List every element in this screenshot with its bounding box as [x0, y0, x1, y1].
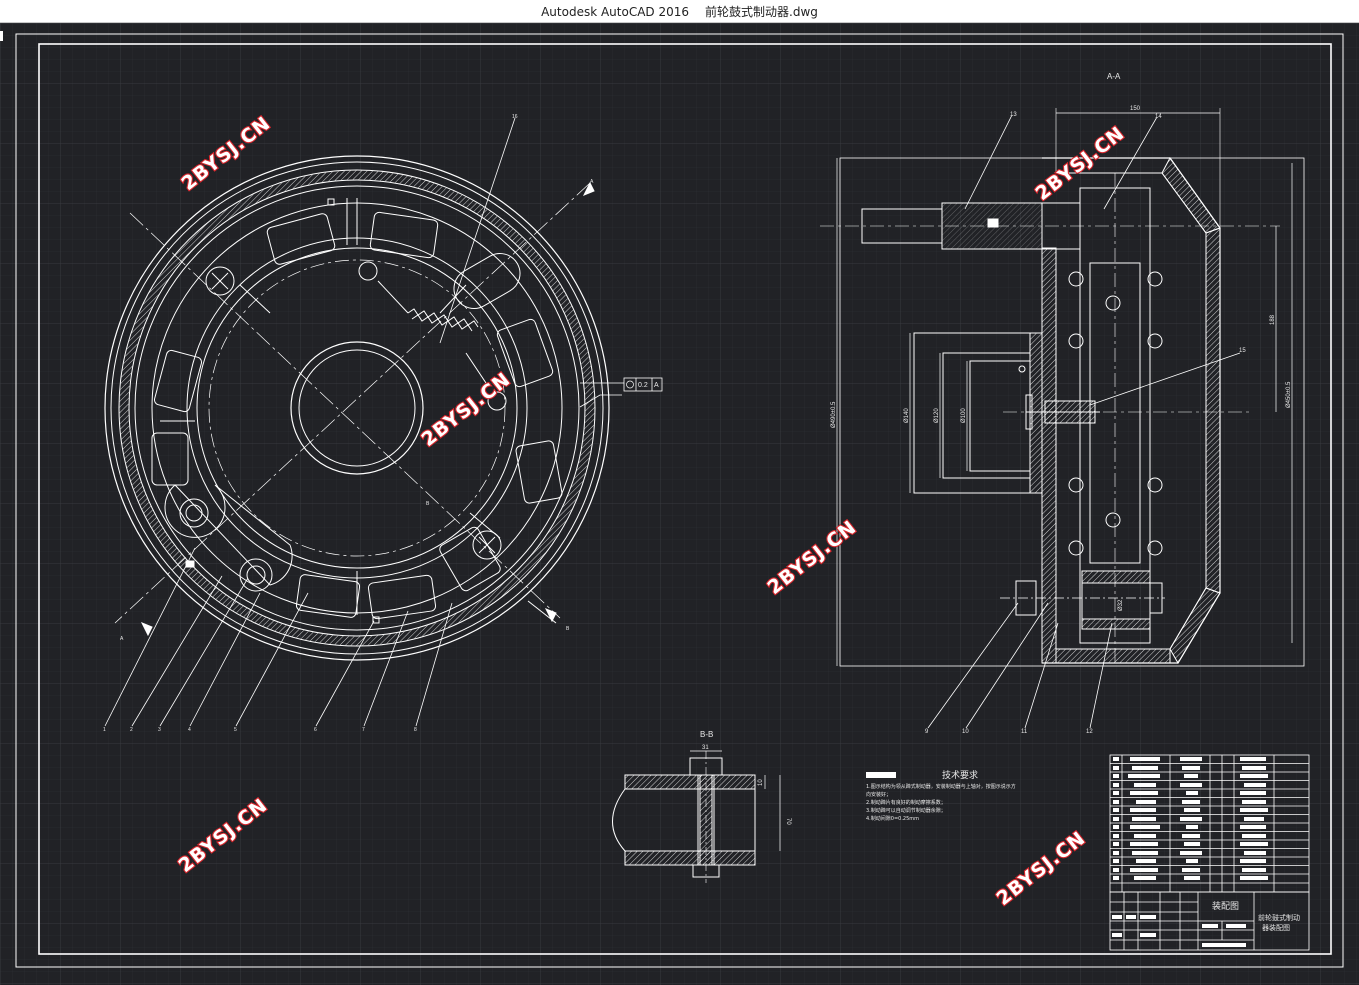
left-balloon-labels: 1 2 3 4 5 6 7 8 16 A A B B: [103, 114, 594, 733]
balloon-1: 1: [103, 727, 106, 733]
balloon-9: 9: [925, 729, 929, 735]
dim-31: 31: [702, 745, 709, 751]
balloon-3: 3: [158, 727, 161, 733]
dim-d32: Ø32: [1118, 599, 1124, 611]
dim-150: 150: [1130, 106, 1141, 112]
grid-major: [0, 23, 1359, 985]
balloon-15: 15: [1239, 348, 1246, 354]
dim-70: 70: [785, 818, 791, 825]
balloon-11: 11: [1021, 729, 1028, 735]
bom-cell-bars: [1113, 757, 1268, 880]
balloon-10: 10: [962, 729, 969, 735]
cut-label-a-top: A: [590, 179, 594, 185]
tech-line-2: 向安装好；: [866, 791, 891, 798]
section-aa-dims: 150 188 Ø450±0.5 Ø490±0.5 Ø140 Ø120 Ø100…: [831, 106, 1292, 735]
balloon-13: 13: [1010, 112, 1017, 118]
ucs-marker: [0, 31, 3, 41]
dim-d120: Ø120: [934, 408, 940, 423]
title-drawing-name-1: 前轮鼓式制动: [1258, 913, 1300, 922]
section-aa-label: A-A: [1107, 72, 1121, 81]
sheet-outer-border: [15, 33, 1344, 968]
section-view-bb: [612, 750, 781, 883]
balloon-5: 5: [234, 727, 237, 733]
balloon-7: 7: [362, 727, 365, 733]
balloon-14: 14: [1155, 114, 1162, 120]
dim-188: 188: [1270, 314, 1276, 325]
section-bb-dims: 31 10 70: [702, 745, 791, 825]
tolerance-value: 0.2: [638, 382, 648, 389]
app-name: Autodesk AutoCAD 2016: [541, 5, 690, 19]
balloon-16: 16: [512, 114, 518, 120]
file-name: 前轮鼓式制动器.dwg: [705, 5, 818, 19]
dim-d100: Ø100: [961, 408, 967, 423]
balloon-4: 4: [188, 727, 191, 733]
dim-d140: Ø140: [904, 408, 910, 423]
balloon-6: 6: [314, 727, 317, 733]
tech-line-1: 1.图示结构为领从蹄式制动器，安装制动器与上轴对，按图示说示方: [866, 783, 1016, 790]
tech-requirements: 技术要求 1.图示结构为领从蹄式制动器，安装制动器与上轴对，按图示说示方 向安装…: [866, 769, 1016, 822]
title-drawing-kind: 装配图: [1212, 900, 1239, 912]
title-drawing-name-2: 器装配图: [1262, 923, 1290, 932]
title-block: [1109, 891, 1310, 951]
bom-table: [1109, 754, 1310, 893]
front-view: [104, 117, 610, 661]
cut-label-b-mid: B: [426, 501, 430, 507]
left-leaders: [104, 382, 624, 727]
tech-line-3: 2.制动蹄片有良好的制动摩擦系数；: [866, 799, 946, 806]
window-title: Autodesk AutoCAD 2016 前轮鼓式制动器.dwg: [0, 3, 1359, 20]
balloon-12: 12: [1086, 729, 1093, 735]
tech-heading: 技术要求: [942, 769, 978, 781]
balloon-8: 8: [414, 727, 417, 733]
cut-label-b-bottom: B: [566, 626, 570, 632]
dim-d450: Ø450±0.5: [1286, 381, 1292, 408]
window-title-bar: Autodesk AutoCAD 2016 前轮鼓式制动器.dwg: [0, 0, 1359, 23]
drawing-canvas[interactable]: 1 2 3 4 5 6 7 8 16 A A B B 0.2 A A-A: [0, 23, 1359, 985]
tolerance-datum: A: [654, 382, 659, 389]
shoe-pads: [151, 211, 563, 620]
tech-line-4: 3.制动蹄可以自动调节制动器余隙；: [866, 807, 946, 814]
title-block-bars: [1112, 915, 1246, 947]
cut-label-a-bottom: A: [120, 636, 124, 642]
dim-d490: Ø490±0.5: [831, 401, 837, 428]
tech-line-5: 4.制动间隙0=0.25mm: [866, 815, 919, 822]
dim-10: 10: [758, 779, 764, 786]
tolerance-frame: 0.2 A: [623, 377, 663, 392]
balloon-2: 2: [130, 727, 133, 733]
section-view-aa: [820, 108, 1305, 729]
section-bb-label: B-B: [700, 730, 713, 739]
sheet-inner-border: [38, 43, 1332, 955]
